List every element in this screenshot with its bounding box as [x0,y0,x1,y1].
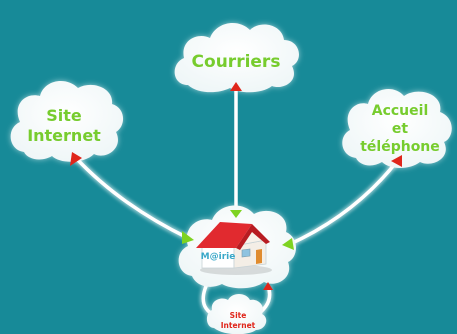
accueil-label-line2: et [392,121,408,137]
connector-lines [72,88,401,322]
accueil-label-line1: Accueil [372,103,429,119]
arrow-green-center-left [182,231,194,244]
house-icon [196,222,272,275]
arrowheads [70,82,402,290]
courriers-label: Courriers [192,52,281,72]
connector-accueil [287,158,400,247]
arrow-red-accueil [391,155,402,167]
bottom-site-label-line2: Internet [221,321,256,330]
arrow-red-bottom-loop [263,282,273,290]
bottom-site-label-line1: Site [230,311,247,320]
house-sign-text: M@irie [201,252,236,262]
site-internet-label-line2: Internet [27,126,101,145]
site-internet-label-line1: Site [46,106,82,125]
connector-site-internet [73,155,189,240]
cloud-accueil [342,89,452,168]
arrow-red-courriers [230,82,242,91]
arrow-green-center-right [282,238,294,250]
accueil-label-line3: téléphone [360,139,440,155]
cloud-site-internet [10,81,124,162]
cloud-bottom [207,294,267,334]
cloud-courriers [174,23,299,93]
arrow-red-site-internet [70,152,82,166]
arrow-green-center-top [230,210,242,218]
